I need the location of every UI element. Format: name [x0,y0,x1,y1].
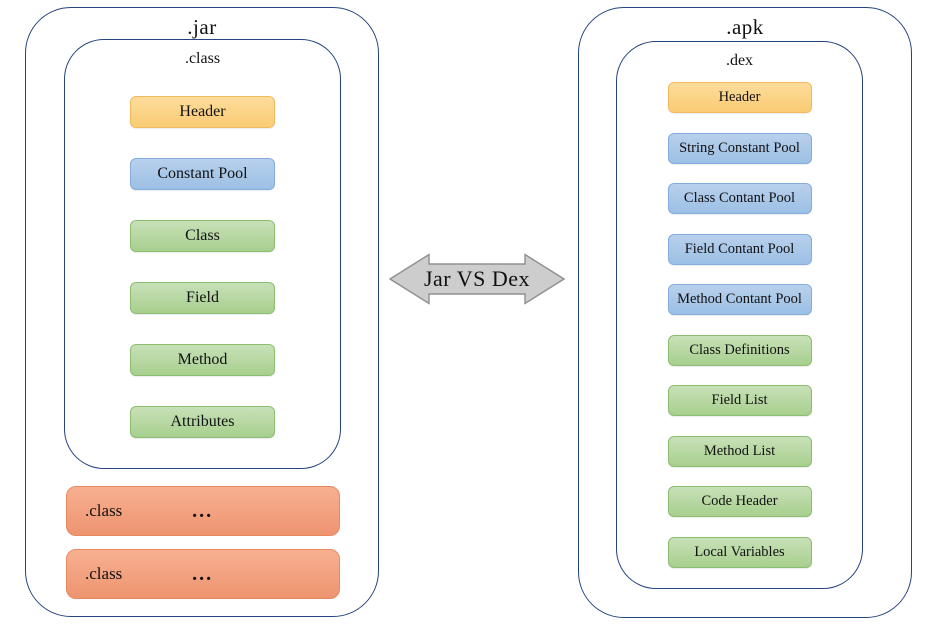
arrow-label: Jar VS Dex [423,266,531,291]
jar-vs-dex-arrow: Jar VS Dex [389,250,565,308]
structure-box: Local Variables [667,536,812,568]
structure-box: Field List [667,385,812,416]
structure-box-label: Class Definitions [689,341,790,358]
structure-box: Header [667,82,812,113]
structure-box: Class Definitions [667,334,812,366]
class-file-label: .class [85,501,123,520]
structure-box-label: Header [718,89,761,105]
structure-box-label: Class Contant Pool [683,190,796,206]
dex-structure-list: Header String Constant Pool Class Contan… [617,82,862,568]
structure-box: Method [130,344,275,376]
jar-container: .jar .class Header Constant Pool Class [25,7,379,617]
structure-box: Method Contant Pool [667,284,812,315]
structure-box-label: Field Contant Pool [684,240,795,257]
structure-box: Method List [667,435,812,467]
dex-title: .dex [725,52,754,69]
jar-title: .jar [187,15,217,39]
structure-box-label: Class [185,227,220,244]
double-arrow-icon [389,253,565,305]
structure-box-label: Method List [703,442,776,459]
structure-box: Field [130,282,275,314]
class-file-row: .class ... [66,486,340,536]
structure-box: Constant Pool [130,158,275,190]
class-title: .class [184,50,221,67]
class-structure-list: Header Constant Pool Class Field [65,96,340,438]
structure-box: Class Contant Pool [667,183,812,214]
structure-box-label: Field List [711,392,768,408]
class-file-row: .class ... [66,549,340,599]
structure-box: Class [130,220,275,252]
class-container: .class Header Constant Pool Class [64,39,341,469]
structure-box-label: Field [186,289,219,306]
structure-box-label: Constant Pool [157,165,248,182]
dex-container: .dex Header String Constant Pool Class C… [616,41,863,589]
apk-container: .apk .dex Header String Constant Pool Cl… [578,7,912,618]
structure-box: String Constant Pool [667,132,812,164]
structure-box-label: String Constant Pool [679,139,800,156]
structure-box-label: Method Contant Pool [677,291,802,307]
structure-box: Header [130,96,275,128]
class-file-ellipsis: ... [192,499,214,522]
structure-box: Field Contant Pool [667,233,812,265]
structure-box-label: Code Header [701,493,778,509]
structure-box-label: Local Variables [694,543,785,560]
structure-box: Attributes [130,406,275,438]
class-file-ellipsis: ... [192,562,214,585]
apk-title: .apk [726,15,764,39]
structure-box: Code Header [667,486,812,517]
structure-box-label: Attributes [170,413,235,430]
structure-box-label: Method [177,351,228,368]
structure-box-label: Header [179,103,226,120]
class-file-rows: .class ... .class ... [66,486,340,612]
class-file-label: .class [85,564,123,583]
